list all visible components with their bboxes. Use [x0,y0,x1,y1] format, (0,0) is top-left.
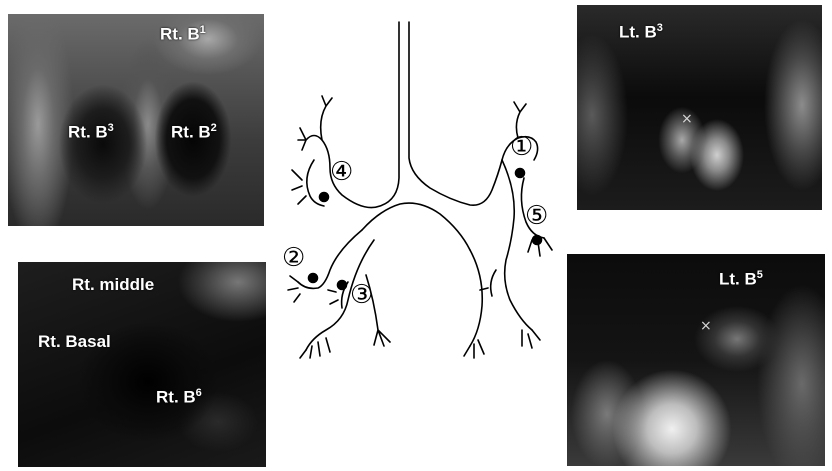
endoscopy-photo-right-lower: Rt. middle Rt. Basal Rt. B6 [18,262,266,467]
trachea-right-wall [409,22,518,205]
rml-branches [288,276,300,302]
label-rt-b6: Rt. B6 [156,387,202,408]
label-rt-basal: Rt. Basal [38,332,111,352]
sample-point-5 [533,236,542,245]
label-rt-b3: Rt. B3 [68,122,114,143]
lll-lat-branches [522,330,540,348]
lmb-inner [470,250,482,346]
sample-point-1 [516,169,525,178]
rul-sub [292,170,306,204]
label-lt-b3: Lt. B3 [619,22,663,43]
lmb-outer [502,160,532,330]
rul-branches [298,128,306,150]
rb6-branches [328,290,338,304]
carina [362,203,470,250]
marker-1: ① [510,132,533,162]
endoscopy-photo-left-lower: Lt. B5 × [567,254,825,466]
bronchial-tree-diagram: ① ② ③ ④ ⑤ [270,0,570,380]
site-mark-icon: × [681,111,693,127]
marker-2: ② [282,243,305,273]
sample-point-3 [338,281,347,290]
label-rt-b2: Rt. B2 [171,122,217,143]
marker-4: ④ [330,157,353,187]
endoscopy-photo-right-upper: Rt. B1 Rt. B3 Rt. B2 [8,14,264,226]
label-rt-middle: Rt. middle [72,275,154,295]
sample-point-4 [320,193,329,202]
site-mark-icon: × [700,318,712,334]
lll-branches [464,340,484,358]
rul-apical [321,96,332,140]
rll-branches [300,338,330,358]
endoscopy-photo-left-upper: Lt. B3 × [577,5,822,210]
label-rt-b1: Rt. B1 [160,24,206,45]
marker-5: ⑤ [525,201,548,231]
label-lt-b5: Lt. B5 [719,269,763,290]
sample-point-2 [309,274,318,283]
marker-3: ③ [350,280,373,310]
